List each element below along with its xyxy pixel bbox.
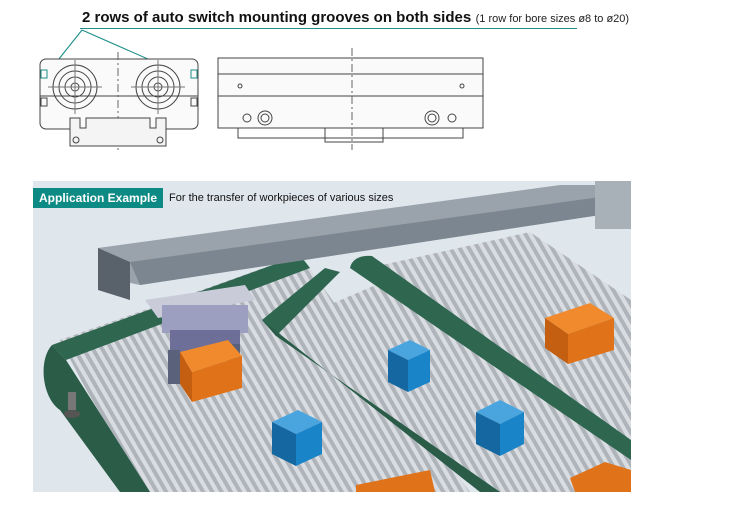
left-bore (48, 60, 102, 114)
overhead-actuator-rail (98, 181, 631, 300)
headline-note-text: (1 row for bore sizes ø8 to ø20) (475, 13, 630, 25)
application-example-description: For the transfer of workpieces of variou… (169, 192, 394, 204)
support-leg (64, 392, 80, 418)
orange-workpiece-right (545, 303, 614, 364)
blue-workpiece-1 (388, 340, 430, 392)
conveyor-lane-2 (262, 262, 631, 492)
blue-workpiece-2 (272, 410, 322, 466)
front-view-drawing (39, 52, 199, 150)
feature-headline: 2 rows of auto switch mounting grooves o… (82, 9, 629, 27)
orange-workpiece-bottom (356, 470, 435, 492)
application-scene-illustration (33, 181, 631, 492)
application-example-tag: Application Example (33, 188, 164, 208)
side-port-right (424, 110, 457, 126)
side-view-drawing (217, 48, 484, 150)
conveyor-lane-3 (350, 232, 631, 460)
orange-workpiece-gripped (180, 340, 242, 402)
blue-workpiece-3 (476, 400, 524, 456)
orange-workpiece-bottom-right (570, 462, 631, 492)
headline-underline (80, 28, 577, 29)
right-bore (131, 60, 185, 114)
headline-main-text: 2 rows of auto switch mounting grooves o… (82, 9, 472, 26)
side-port-left (242, 110, 273, 126)
technical-drawings (39, 29, 484, 150)
application-example-label: Application Example For the transfer of … (33, 188, 393, 208)
